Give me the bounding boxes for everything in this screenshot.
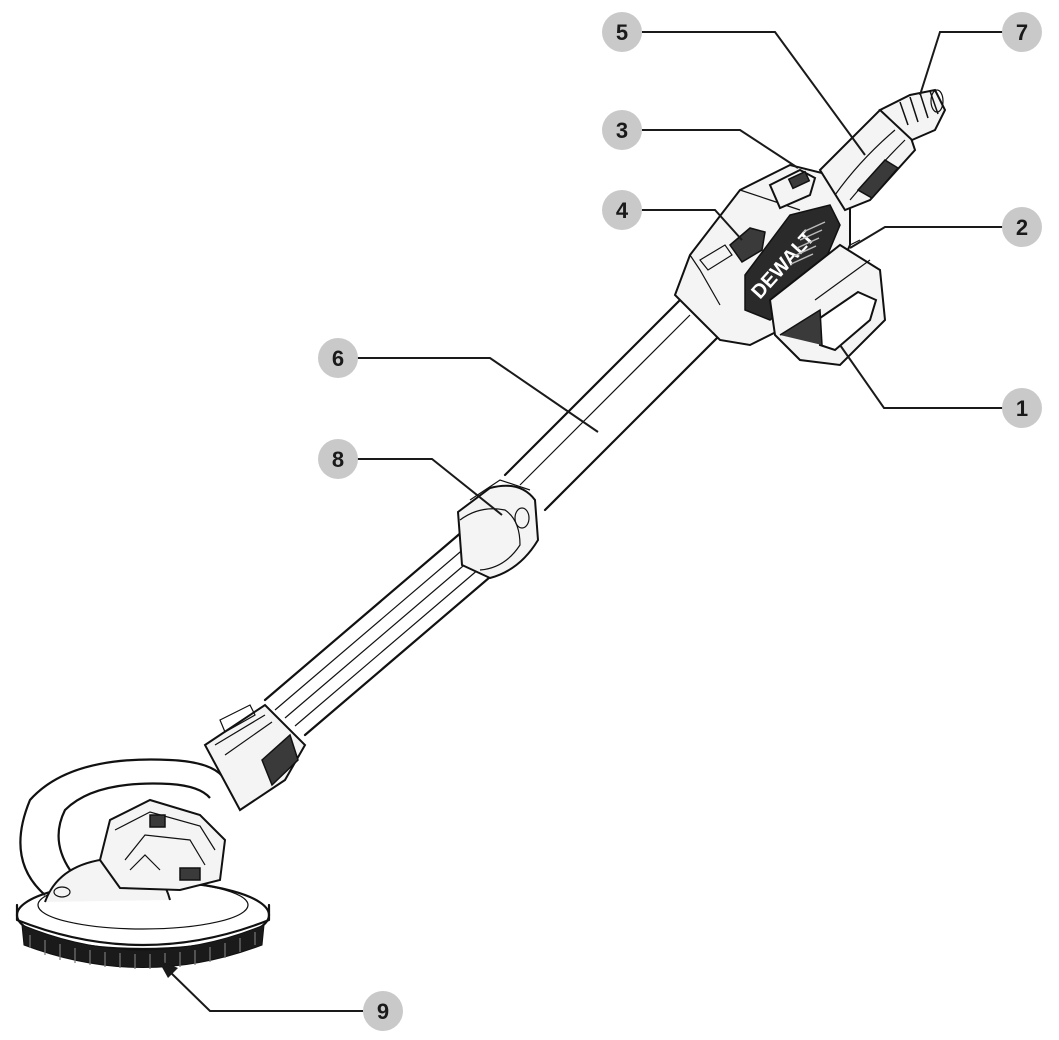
svg-text:2: 2 (1016, 215, 1028, 240)
callout-5: 5 (602, 12, 642, 52)
drywall-sander-illustration: DEWALT (15, 88, 947, 969)
svg-text:6: 6 (332, 346, 344, 371)
arrowhead-9 (158, 960, 178, 978)
leader-lines (158, 31, 1005, 1012)
leader-line-9 (167, 969, 363, 1012)
leader-line-5 (642, 31, 866, 156)
dust-hose (19, 758, 226, 896)
telescoping-collar (456, 479, 540, 580)
svg-text:1: 1 (1016, 396, 1028, 421)
svg-text:3: 3 (616, 118, 628, 143)
extension-pole (503, 298, 722, 512)
leader-line-8 (357, 458, 503, 516)
battery-pack (768, 239, 887, 367)
hose-port (878, 88, 947, 142)
svg-text:9: 9 (377, 999, 389, 1024)
callout-7: 7 (1002, 12, 1042, 52)
leader-line-3 (642, 129, 799, 169)
callout-6: 6 (318, 338, 358, 378)
callout-3: 3 (602, 110, 642, 150)
leader-line-6 (357, 357, 599, 433)
callout-badges: 1 2 3 4 5 6 7 8 (318, 12, 1042, 1031)
callout-8: 8 (318, 439, 358, 479)
lower-connector (203, 703, 307, 812)
callout-2: 2 (1002, 207, 1042, 247)
svg-text:4: 4 (616, 198, 629, 223)
lower-pole (263, 523, 512, 737)
svg-text:8: 8 (332, 447, 344, 472)
leader-line-7 (919, 31, 1005, 96)
leader-line-2 (849, 226, 1005, 249)
callout-4: 4 (602, 190, 642, 230)
leader-line-4 (642, 209, 743, 241)
head-joint (98, 798, 227, 892)
callout-1: 1 (1002, 388, 1042, 428)
rear-handle (818, 108, 917, 212)
leader-line-1 (839, 344, 1005, 409)
svg-text:7: 7 (1016, 20, 1028, 45)
callout-9: 9 (363, 991, 403, 1031)
svg-text:5: 5 (616, 20, 628, 45)
